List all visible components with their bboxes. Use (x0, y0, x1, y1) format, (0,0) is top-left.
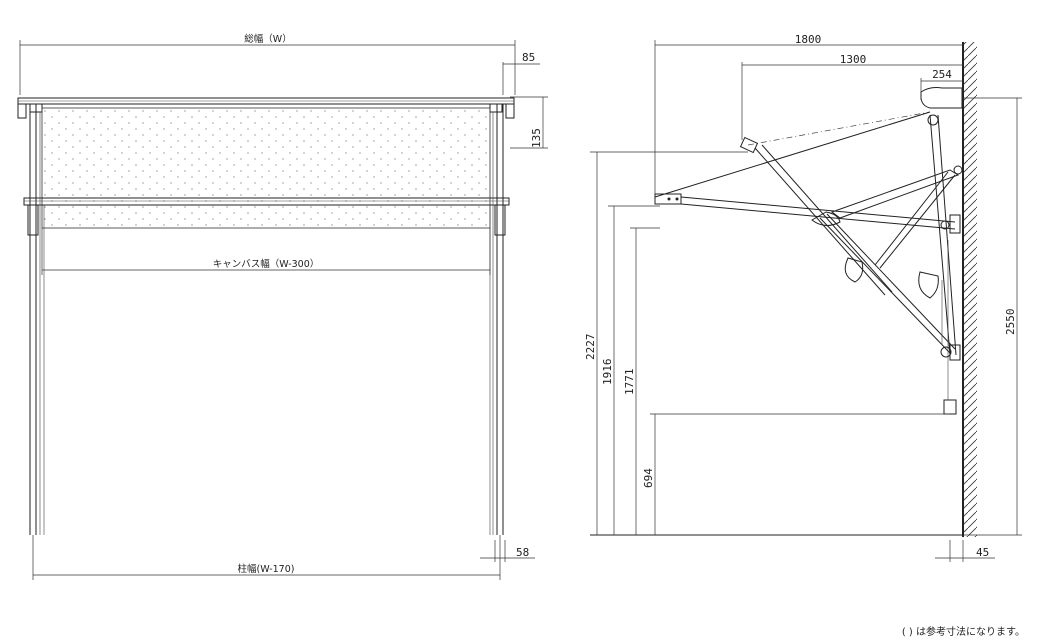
dim-254-label: 254 (932, 68, 952, 81)
dim-694-label: 694 (642, 468, 655, 488)
dim-1916: 1916 (601, 205, 660, 535)
dim-135-label: 135 (530, 128, 543, 148)
total-width-label: 総幅（W） (244, 33, 291, 45)
elbow-joint (811, 211, 841, 226)
dim-254: 254 (920, 68, 963, 100)
spring-1 (844, 257, 864, 283)
footnote: ( ) は参考寸法になります。 (901, 627, 1025, 638)
dim-canvas-width: キャンバス幅（W-300） (41, 228, 491, 275)
dim-694: 694 (642, 413, 950, 535)
dim-post-width: 柱幅(W-170) (32, 535, 501, 580)
wall-hatch (963, 42, 977, 537)
wall-bracket-lower (943, 399, 957, 415)
spring-2 (918, 271, 939, 299)
dim-58-label: 58 (516, 546, 529, 559)
diag-strut-1 (754, 147, 886, 296)
vertical-arm (929, 114, 951, 356)
left-post (27, 104, 45, 535)
dim-45-label: 45 (976, 546, 989, 559)
side-view: 1800 1300 254 (584, 33, 1022, 562)
cassette-housing (920, 87, 963, 109)
right-bracket (505, 103, 515, 119)
dim-1800-label: 1800 (795, 33, 822, 46)
dim-85: 85 (502, 51, 540, 95)
left-bracket (17, 103, 27, 119)
front-bar-main (654, 193, 682, 205)
upper-arm (830, 169, 960, 219)
dim-1300-label: 1300 (840, 53, 867, 66)
pivot-lower (940, 346, 952, 358)
dim-85-label: 85 (522, 51, 535, 64)
main-arm (680, 196, 956, 223)
front-view: 総幅（W） 85 135 (17, 33, 548, 580)
canvas-width-label: キャンバス幅（W-300） (213, 258, 320, 270)
dim-2227-label: 2227 (584, 334, 597, 361)
dim-2550: 2550 (963, 97, 1022, 536)
dim-total-width: 総幅（W） (19, 33, 516, 95)
dim-1771-label: 1771 (623, 369, 636, 396)
canvas-fabric (41, 107, 491, 229)
diag-strut-2 (819, 217, 951, 354)
canvas-line-upper (747, 111, 931, 146)
dim-58: 58 (480, 540, 535, 562)
dim-2550-label: 2550 (1004, 309, 1017, 336)
dim-1916-label: 1916 (601, 359, 614, 386)
dim-135: 135 (510, 96, 548, 149)
post-width-label: 柱幅(W-170) (238, 563, 295, 575)
dim-1800: 1800 (654, 33, 963, 195)
canvas-line-main (654, 111, 931, 198)
dim-1771: 1771 (623, 227, 660, 535)
front-bar (23, 197, 510, 206)
right-post (489, 104, 506, 535)
dim-1300: 1300 (741, 53, 963, 140)
pivot-top (927, 114, 939, 126)
dim-45: 45 (935, 540, 995, 562)
dim-2227: 2227 (584, 151, 748, 535)
